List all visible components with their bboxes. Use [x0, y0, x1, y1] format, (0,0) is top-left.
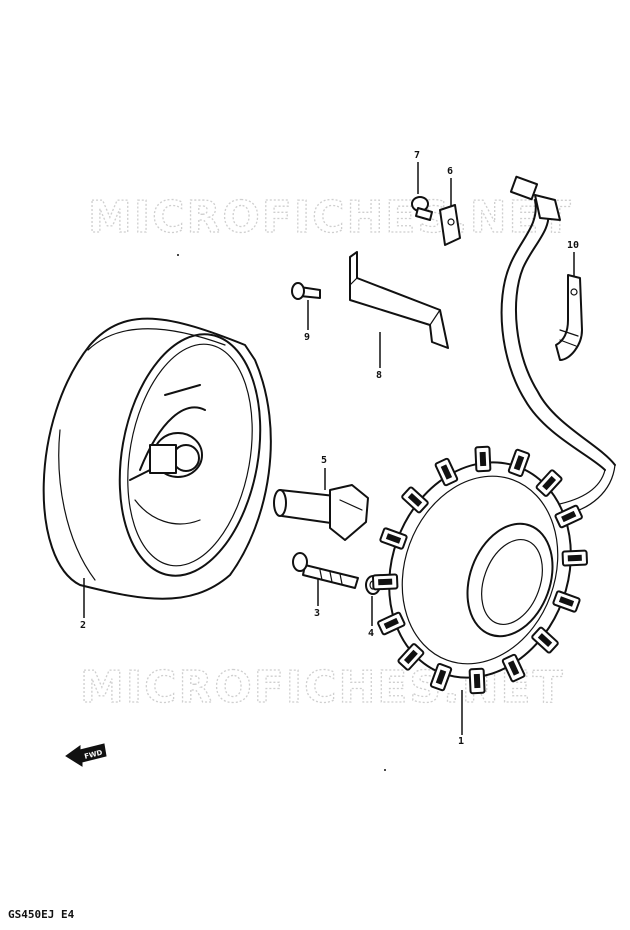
stator-coil: [378, 578, 393, 586]
callout-7: 7: [414, 150, 420, 161]
stator-coil: [407, 492, 423, 507]
screw-3: [292, 552, 359, 589]
callout-6: 6: [447, 166, 453, 177]
watermark-top: MICROFICHES.NET: [88, 192, 573, 243]
bracket-8: [349, 251, 449, 349]
callout-8: 8: [376, 370, 382, 381]
callout-9: 9: [304, 332, 310, 343]
speck: [177, 254, 179, 256]
stator-coil: [385, 533, 402, 544]
clamp-6: [439, 204, 461, 246]
stator-coil: [561, 510, 577, 523]
stator-coil: [507, 660, 520, 676]
callout-3: 3: [314, 608, 320, 619]
stator-coil: [567, 554, 582, 562]
stator-coil: [383, 617, 399, 630]
stator-coil: [542, 475, 557, 491]
callout-1: 1: [458, 736, 464, 747]
callout-10: 10: [567, 240, 579, 251]
stator-coil: [435, 669, 447, 685]
stator-coil: [403, 649, 418, 665]
screw-9: [291, 282, 321, 300]
callout-5: 5: [321, 455, 327, 466]
stator-coil: [440, 464, 453, 480]
rotor-flywheel: [42, 317, 272, 600]
stator-coil: [537, 633, 553, 648]
wire-harness: [500, 175, 616, 516]
callout-2: 2: [80, 620, 86, 631]
leader-lines: [83, 162, 575, 735]
stator-coil: [473, 673, 481, 689]
fwd-arrow: FWD: [65, 743, 107, 767]
clamp-10: [555, 274, 583, 361]
stator-coil: [558, 596, 575, 607]
speck: [384, 769, 386, 771]
model-label: GS450EJ E4: [8, 908, 75, 921]
callout-4: 4: [368, 628, 374, 639]
screw-7: [411, 196, 433, 221]
stator: [371, 445, 589, 695]
bolt-5: [273, 484, 369, 541]
stator-coil: [513, 455, 525, 471]
stator-coil: [479, 451, 487, 467]
